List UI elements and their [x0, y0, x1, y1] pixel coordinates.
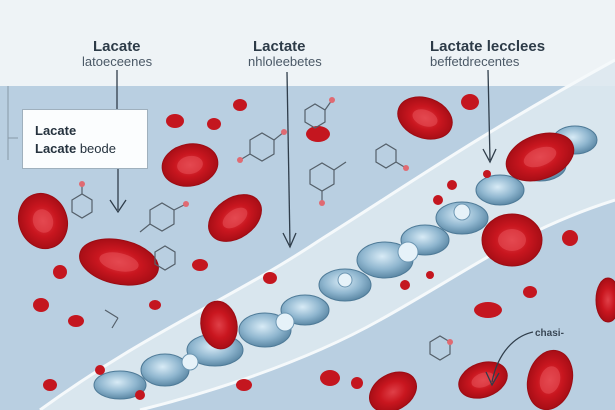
- callout-line-1: Lacate: [35, 123, 77, 138]
- label-top-right-subtitle: beffetdrecentes: [430, 54, 520, 69]
- callout-line-2: Lacate beode: [35, 141, 116, 156]
- red-blood-cells: [17, 96, 615, 410]
- small-red-cells: [33, 94, 578, 400]
- molecule-drawings: [71, 99, 451, 361]
- pointer-arrows: [109, 69, 534, 387]
- molecule-atoms: [79, 97, 453, 345]
- label-top-middle-subtitle: nhloleebetes: [248, 54, 322, 69]
- label-side: chasi-: [535, 328, 564, 339]
- callout-box: Lacate Lacate beode: [22, 109, 148, 169]
- vessel-band: [40, 60, 615, 410]
- label-top-left-subtitle: latoeceenes: [82, 54, 153, 69]
- callout-line-2-rest: beode: [79, 141, 116, 156]
- vessel-edge-upper: [39, 58, 615, 410]
- label-top-right-title: Lactate lecclees: [430, 38, 546, 55]
- label-top-left-title: Lacate: [93, 38, 141, 55]
- callout-line-2-bold: Lacate: [35, 141, 77, 156]
- label-top-middle-title: Lactate: [253, 38, 306, 55]
- header-band: [0, 0, 615, 86]
